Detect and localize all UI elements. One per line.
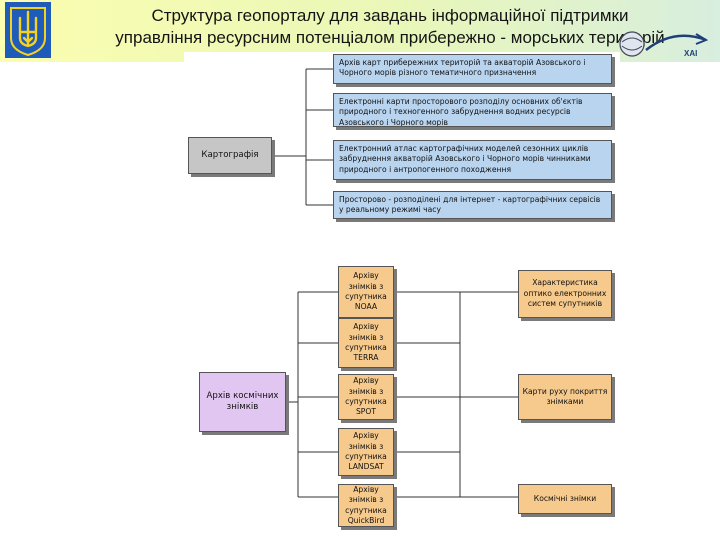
satellite-archive-terra-label: Архіву знімків з супутника TERRA [345, 322, 387, 363]
space-imagery-label: Архів космічних знімків [206, 391, 279, 412]
university-logo-icon [619, 31, 708, 57]
coverage-maps-label: Карти руху покриття знімками [522, 386, 608, 406]
space-images-label: Космічні знімки [533, 493, 597, 503]
cartography-label: Картографія [201, 150, 259, 160]
coverage-maps-node: Карти руху покриття знімками [518, 374, 612, 420]
title-banner: Структура геопорталу для завдань інформа… [0, 0, 720, 62]
satellite-archive-terra: Архіву знімків з супутника TERRA [338, 318, 394, 368]
internet-services-label: Просторово - розподілені для інтернет - … [339, 195, 601, 215]
satellite-archive-noaa-label: Архіву знімків з супутника NOAA [345, 271, 387, 312]
optical-systems-label: Характеристика оптико електронних систем… [523, 278, 607, 309]
electronic-atlas-node: Електронний атлас картографічних моделей… [333, 140, 612, 180]
satellite-archive-landsat: Архіву знімків з супутника LANDSAT [338, 428, 394, 476]
internet-services-node: Просторово - розподілені для інтернет - … [333, 191, 612, 219]
satellite-archive-spot: Архіву знімків з супутника SPOT [338, 374, 394, 420]
title-line-1: Структура геопорталу для завдань інформа… [151, 6, 629, 25]
logo-text: ХАІ [684, 49, 698, 58]
optical-systems-node: Характеристика оптико електронних систем… [518, 270, 612, 318]
title-line-2: управління ресурсним потенціалом прибере… [115, 28, 665, 47]
satellite-archive-spot-label: Архіву знімків з супутника SPOT [345, 376, 387, 417]
satellite-archive-landsat-label: Архіву знімків з супутника LANDSAT [345, 431, 387, 472]
satellite-archive-quickbird-label: Архіву знімків з супутника QuickBird [345, 484, 387, 525]
electronic-atlas-label: Електронний атлас картографічних моделей… [339, 144, 591, 174]
map-archive-label: Архів карт прибережних територій та аква… [339, 58, 586, 78]
cartography-node: Картографія [188, 137, 272, 174]
satellite-archive-noaa: Архіву знімків з супутника NOAA [338, 266, 394, 318]
satellite-archive-quickbird: Архіву знімків з супутника QuickBird [338, 484, 394, 527]
space-imagery-node: Архів космічних знімків [199, 372, 286, 432]
electronic-maps-label: Електронні карти просторового розподілу … [339, 97, 583, 127]
coat-of-arms-icon [5, 2, 51, 58]
electronic-maps-node: Електронні карти просторового розподілу … [333, 93, 612, 127]
map-archive-node: Архів карт прибережних територій та аква… [333, 54, 612, 84]
space-images-node: Космічні знімки [518, 484, 612, 514]
